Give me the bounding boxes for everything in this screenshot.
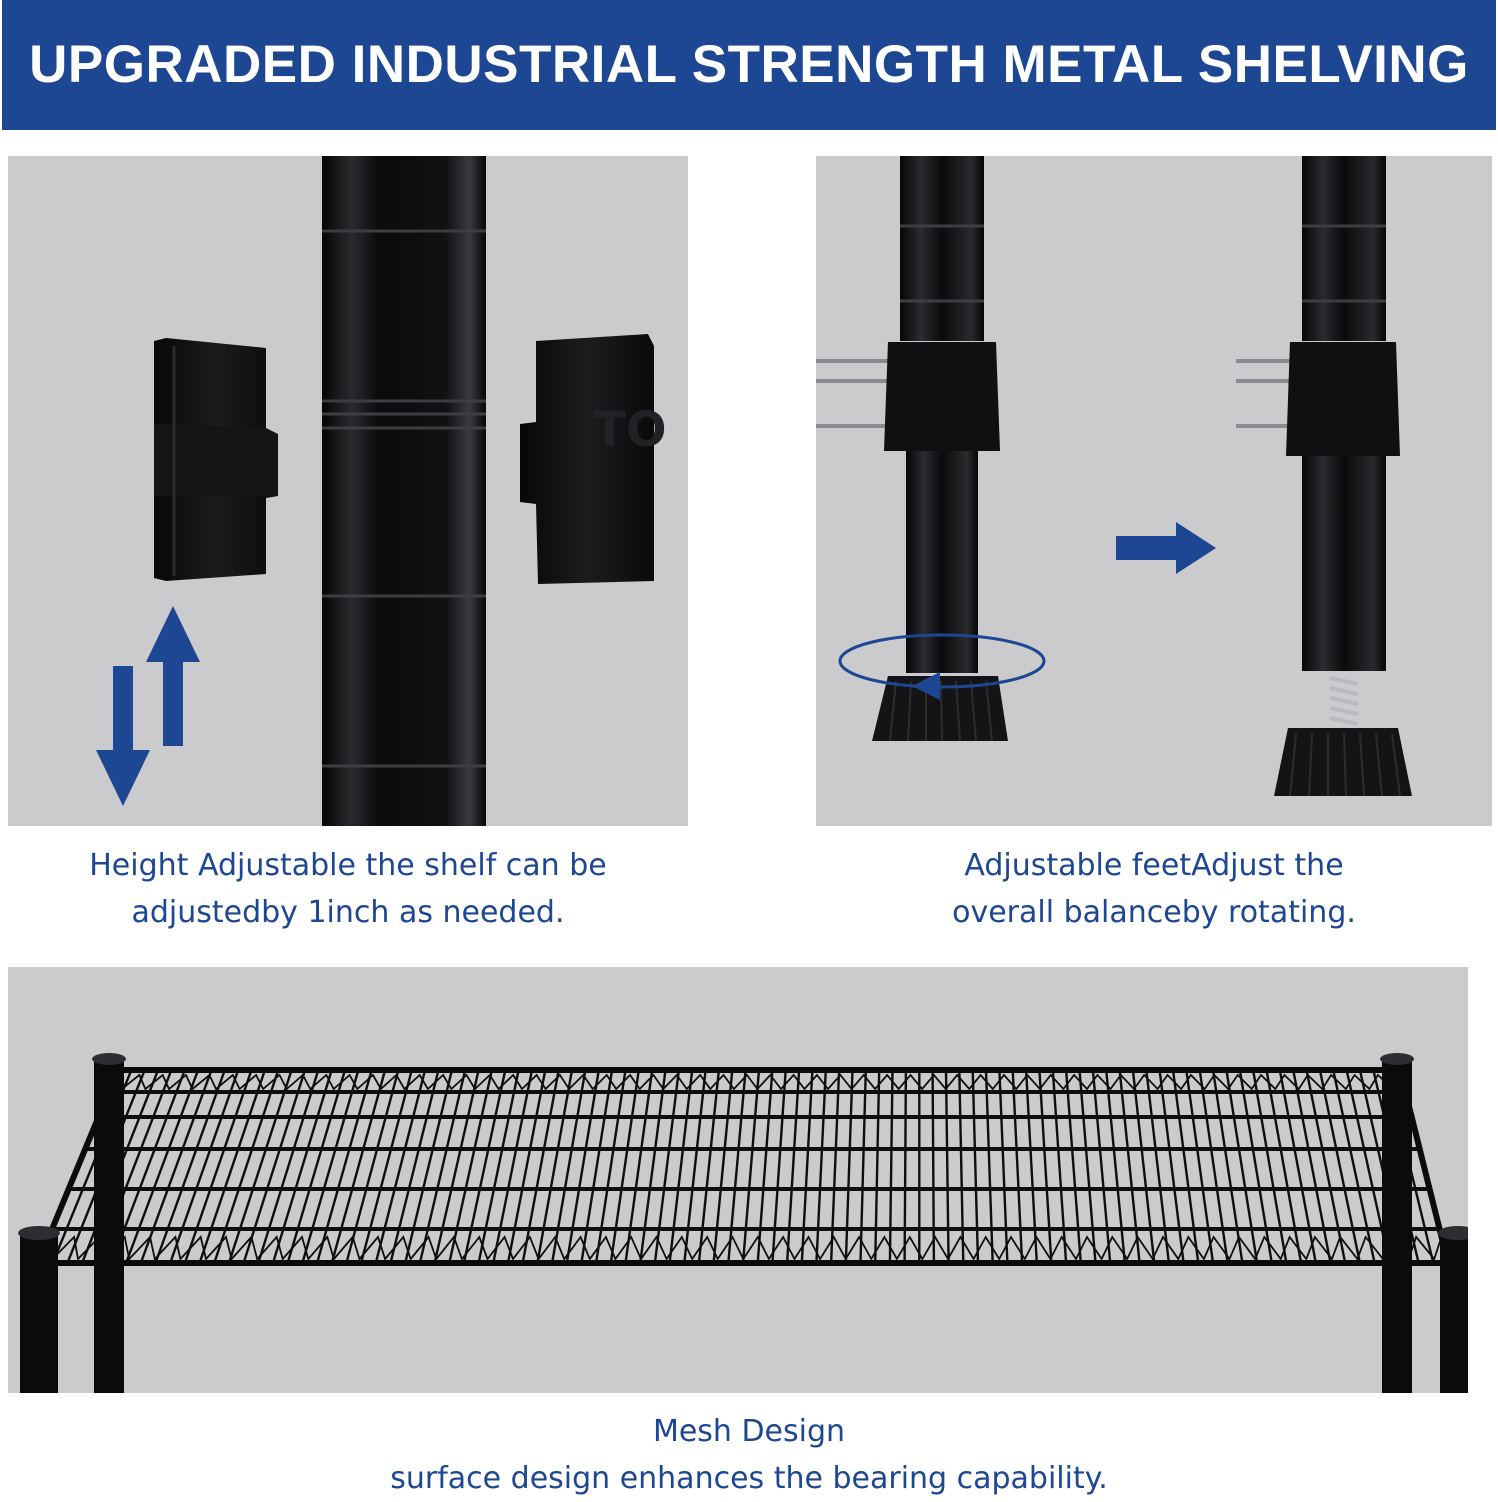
page-title: UPGRADED INDUSTRIAL STRENGTH METAL SHELV…: [29, 35, 1469, 94]
svg-text:TO: TO: [593, 402, 667, 458]
header-banner: UPGRADED INDUSTRIAL STRENGTH METAL SHELV…: [2, 0, 1496, 130]
caption-line: Height Adjustable the shelf can be: [89, 848, 607, 883]
right-arrow-icon: [1116, 522, 1216, 574]
shelf-clip-half: TO: [520, 334, 667, 584]
up-down-arrows-icon: [96, 606, 200, 806]
leg-before: [816, 156, 1046, 742]
caption-line: overall balanceby rotating.: [952, 895, 1356, 930]
rotate-arrow-icon: [838, 633, 1046, 689]
mesh-design-caption: Mesh Design surface design enhances the …: [0, 1408, 1498, 1502]
shelf-pole: [322, 156, 486, 826]
leg-after: [1236, 156, 1412, 797]
caption-line: Mesh Design: [652, 1414, 846, 1449]
mesh-shelf-image: [8, 967, 1468, 1393]
shelf-clip-half: [154, 338, 278, 581]
adjustable-feet-image: [816, 156, 1492, 826]
height-adjustable-caption: Height Adjustable the shelf can be adjus…: [8, 842, 688, 936]
caption-line: Adjustable feetAdjust the: [964, 848, 1344, 883]
caption-line: surface design enhances the bearing capa…: [390, 1461, 1108, 1496]
height-adjustable-image: TO: [8, 156, 688, 826]
caption-line: adjustedby 1inch as needed.: [131, 895, 565, 930]
adjustable-feet-caption: Adjustable feetAdjust the overall balanc…: [816, 842, 1492, 936]
rotate-arrow-icon: [912, 672, 940, 700]
